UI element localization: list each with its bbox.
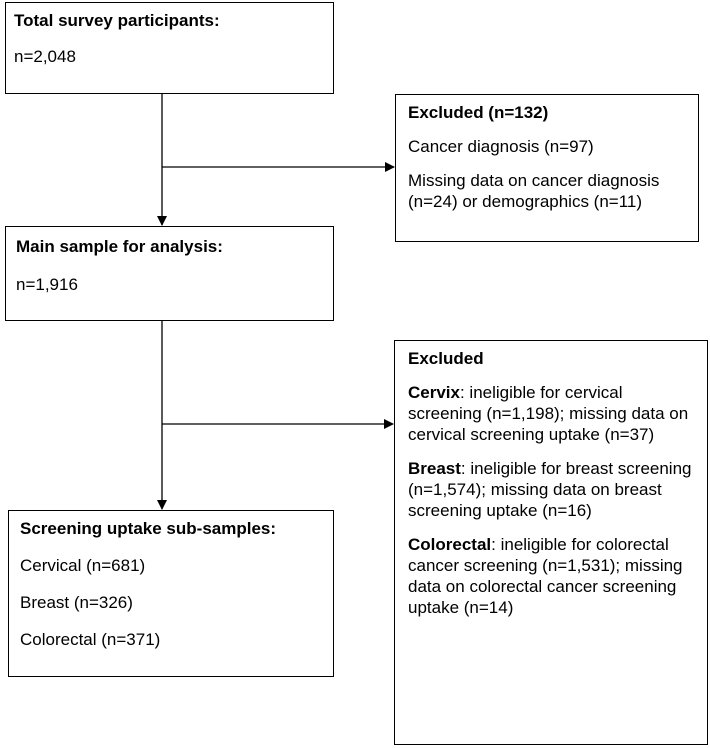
excluded-1-title: Excluded (n=132): [408, 103, 549, 122]
subsample-line: Colorectal (n=371): [20, 630, 161, 649]
excluded-box-2: Excluded Cervix: ineligible for cervical…: [394, 340, 708, 745]
excluded-2-title: Excluded: [408, 349, 484, 368]
excluded-2-item-text: : ineligible for breast screening (n=1,5…: [408, 459, 692, 520]
excluded-2-item-label: Colorectal: [408, 535, 492, 554]
excluded-2-item: Breast: ineligible for breast screening …: [408, 458, 694, 521]
main-sample-box: Main sample for analysis: n=1,916: [5, 226, 334, 321]
excluded-2-item-text: : ineligible for colorectal cancer scree…: [408, 535, 683, 617]
subsample-line: Cervical (n=681): [20, 556, 146, 575]
excluded-2-item-label: Cervix: [408, 383, 460, 402]
excluded-2-item: Cervix: ineligible for cervical screenin…: [408, 382, 694, 445]
main-sample-value: n=1,916: [16, 275, 78, 294]
excluded-1-line: Missing data on cancer diagnosis (n=24) …: [408, 171, 660, 211]
subsamples-title: Screening uptake sub-samples:: [20, 519, 277, 538]
total-participants-title: Total survey participants:: [14, 11, 220, 30]
subsample-line: Breast (n=326): [20, 593, 133, 612]
excluded-2-item-label: Breast: [408, 459, 461, 478]
total-participants-box: Total survey participants: n=2,048: [5, 2, 334, 94]
excluded-box-1: Excluded (n=132) Cancer diagnosis (n=97)…: [395, 94, 699, 242]
excluded-2-item-text: : ineligible for cervical screening (n=1…: [408, 383, 689, 444]
excluded-1-line: Cancer diagnosis (n=97): [408, 137, 594, 156]
excluded-2-item: Colorectal: ineligible for colorectal ca…: [408, 534, 694, 618]
total-participants-value: n=2,048: [14, 47, 76, 66]
main-sample-title: Main sample for analysis:: [16, 237, 223, 256]
subsamples-box: Screening uptake sub-samples: Cervical (…: [8, 510, 334, 677]
